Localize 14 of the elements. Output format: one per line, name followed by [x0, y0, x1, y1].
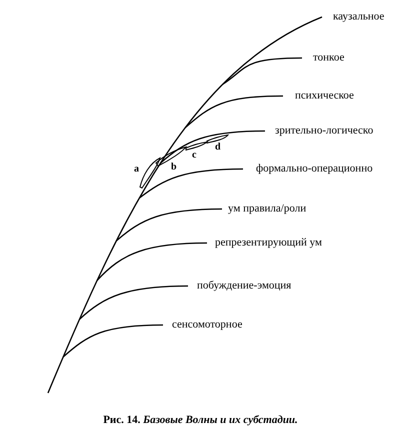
- substage-letter: d: [215, 140, 221, 154]
- wave-label: тонкое: [313, 52, 344, 64]
- wave-label: психическое: [295, 90, 354, 102]
- substage-letter: a: [134, 162, 139, 176]
- wave-label: формально-операционно: [256, 162, 373, 176]
- wave-label: репрезентирующий ум: [215, 236, 322, 250]
- wave-label: ум правила/роли: [228, 202, 306, 216]
- substage-letter: b: [171, 160, 177, 174]
- wave-label: сенсомоторное: [172, 318, 242, 332]
- wave-label: побуждение-эмоция: [197, 280, 292, 292]
- caption: Рис. 14. Базовые Волны и их субстадии.: [102, 414, 299, 426]
- wave-label: зрительно-логическо: [275, 124, 374, 138]
- substage-letter: c: [192, 148, 196, 162]
- wave-label: каузальное: [333, 10, 384, 24]
